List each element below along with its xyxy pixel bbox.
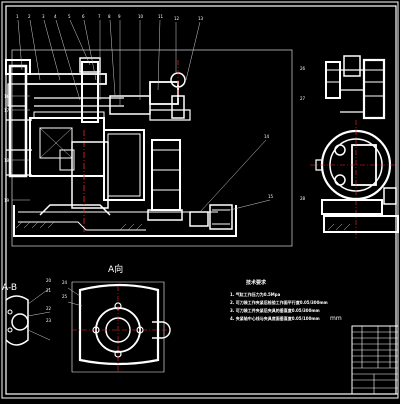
note-line-3: 3. 可刀装工件夹紧后夹具的垂直度0.05/300mm [230,307,320,313]
part-number: 12 [174,16,180,21]
note-line-2: 2. 可刀装工作夹紧后检验工作面平行度0.05/300mm [230,299,328,305]
note-line-4: 4. 夹紧轴中心线与夹具底面垂直度0.05/100mm [230,315,320,321]
leader-lines [12,19,271,213]
front-view [5,19,293,247]
unit-label: mm [330,315,342,322]
front-view-frame [11,49,293,247]
note-line-1: 1. 气缸工作压力为0.5Mpa [230,291,281,297]
cylinder-column [8,64,28,178]
part-number: 3 [42,14,45,19]
part-number: 18 [4,158,10,163]
part-number: 16 [4,94,10,99]
part-number: 8 [108,14,111,19]
part-number: 6 [82,14,85,19]
part-number: 9 [118,14,121,19]
part-number: 20 [46,278,52,283]
part-number: 25 [62,294,68,299]
part-number: 19 [4,198,10,203]
part-number: 27 [300,96,306,101]
part-number: 22 [46,306,52,311]
part-number: 24 [62,280,68,285]
part-number: 5 [68,14,71,19]
clamp-arm [25,73,107,85]
part-number: 10 [138,14,144,19]
part-number: 2 [28,14,31,19]
title-block [351,325,399,395]
part-number: 17 [4,108,10,113]
section-label: A-B [2,283,17,293]
part-number: 4 [54,14,57,19]
view-label: A向 [108,263,123,275]
base-outline [13,205,237,237]
part-number: 26 [300,66,306,71]
part-number: 28 [300,196,306,201]
a-direction-view [67,281,171,373]
part-number: 21 [46,288,52,293]
part-number: 1 [16,14,19,19]
section-ab-view [5,287,51,346]
part-number: 13 [198,16,204,21]
part-number: 15 [268,194,274,199]
notes-title: 技术要求 [246,279,267,286]
part-number: 7 [98,14,101,19]
part-number: 11 [158,14,164,19]
side-view [310,55,399,240]
part-number: 14 [264,134,270,139]
part-number: 23 [46,318,52,323]
